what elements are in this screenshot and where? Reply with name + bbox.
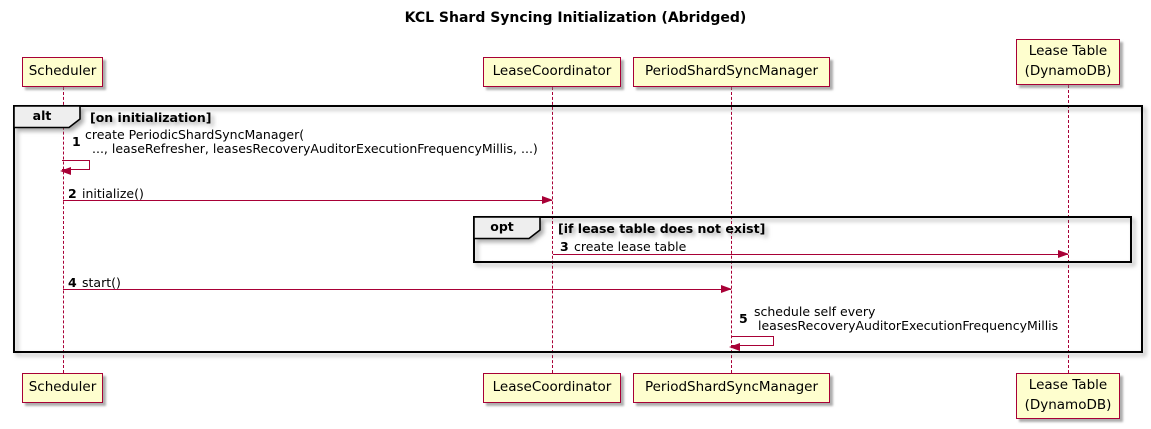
participant-period-shard-sync-manager-bottom: PeriodShardSyncManager (633, 373, 830, 403)
message-2-arrow (63, 195, 553, 204)
message-1-arrowhead-icon (60, 166, 71, 175)
message-4-number: 4 (68, 275, 77, 290)
participant-period-shard-sync-manager-label: PeriodShardSyncManager (644, 379, 819, 396)
participant-lease-table-label-line1: Lease Table (1028, 377, 1108, 394)
message-1-text-line1: create PeriodicShardSyncManager( (85, 127, 305, 142)
opt-operator-pentagon-icon (474, 217, 541, 240)
message-4-text: start() (82, 275, 121, 290)
participant-lease-table-label-line2: (DynamoDB) (1024, 63, 1112, 79)
lifeline-lease-table (1067, 85, 1069, 373)
message-3-arrowhead-icon (1058, 249, 1069, 258)
participant-lease-coordinator-label: LeaseCoordinator (492, 379, 612, 396)
message-5-self-arrow (728, 336, 774, 351)
alt-frame: alt [on initialization] (13, 105, 1143, 353)
message-5-text-line1: schedule self every (754, 304, 876, 319)
participant-scheduler-label: Scheduler (28, 63, 97, 80)
participant-lease-table-top: Lease Table (DynamoDB) (1016, 39, 1120, 85)
diagram-title: KCL Shard Syncing Initialization (Abridg… (404, 10, 747, 26)
lifeline-lease-coordinator (551, 87, 553, 373)
message-3-text: create lease table (574, 239, 687, 254)
message-1-number: 1 (72, 134, 81, 149)
message-5-number: 5 (739, 311, 748, 326)
participant-lease-table-bottom: Lease Table (DynamoDB) (1016, 373, 1120, 419)
participant-scheduler-label: Scheduler (28, 379, 97, 396)
message-3-arrow (553, 249, 1069, 258)
lifeline-scheduler (62, 87, 64, 373)
alt-condition: [on initialization] (90, 110, 212, 125)
participant-lease-coordinator-bottom: LeaseCoordinator (483, 373, 621, 403)
opt-frame: opt [if lease table does not exist] (473, 216, 1132, 263)
message-4-arrow (63, 284, 732, 293)
message-5-text-line2: leasesRecoveryAuditorExecutionFrequencyM… (758, 318, 1059, 333)
message-2-arrowhead-icon (542, 195, 553, 204)
message-2-text: initialize() (82, 186, 144, 201)
participant-lease-table-label-line1: Lease Table (1028, 43, 1108, 60)
participant-scheduler-bottom: Scheduler (22, 373, 103, 403)
participant-period-shard-sync-manager-label: PeriodShardSyncManager (644, 63, 819, 80)
participant-period-shard-sync-manager-top: PeriodShardSyncManager (633, 57, 830, 87)
message-2-number: 2 (68, 186, 77, 201)
opt-condition: [if lease table does not exist] (558, 221, 766, 236)
participant-lease-table-label-line2: (DynamoDB) (1024, 397, 1112, 413)
message-4-arrowhead-icon (721, 284, 732, 293)
message-1-self-arrow (60, 160, 90, 175)
opt-operator-label: opt (490, 219, 514, 234)
message-1-text-line2: ..., leaseRefresher, leasesRecoveryAudit… (92, 141, 538, 156)
participant-scheduler-top: Scheduler (22, 57, 103, 87)
alt-operator-label: alt (32, 108, 52, 123)
participant-lease-coordinator-label: LeaseCoordinator (492, 63, 612, 80)
participant-lease-coordinator-top: LeaseCoordinator (483, 57, 621, 87)
message-3-number: 3 (560, 239, 569, 254)
message-5-arrowhead-icon (728, 342, 740, 351)
lifeline-period-shard-sync-manager (731, 87, 732, 373)
alt-operator-pentagon-icon (14, 106, 81, 129)
